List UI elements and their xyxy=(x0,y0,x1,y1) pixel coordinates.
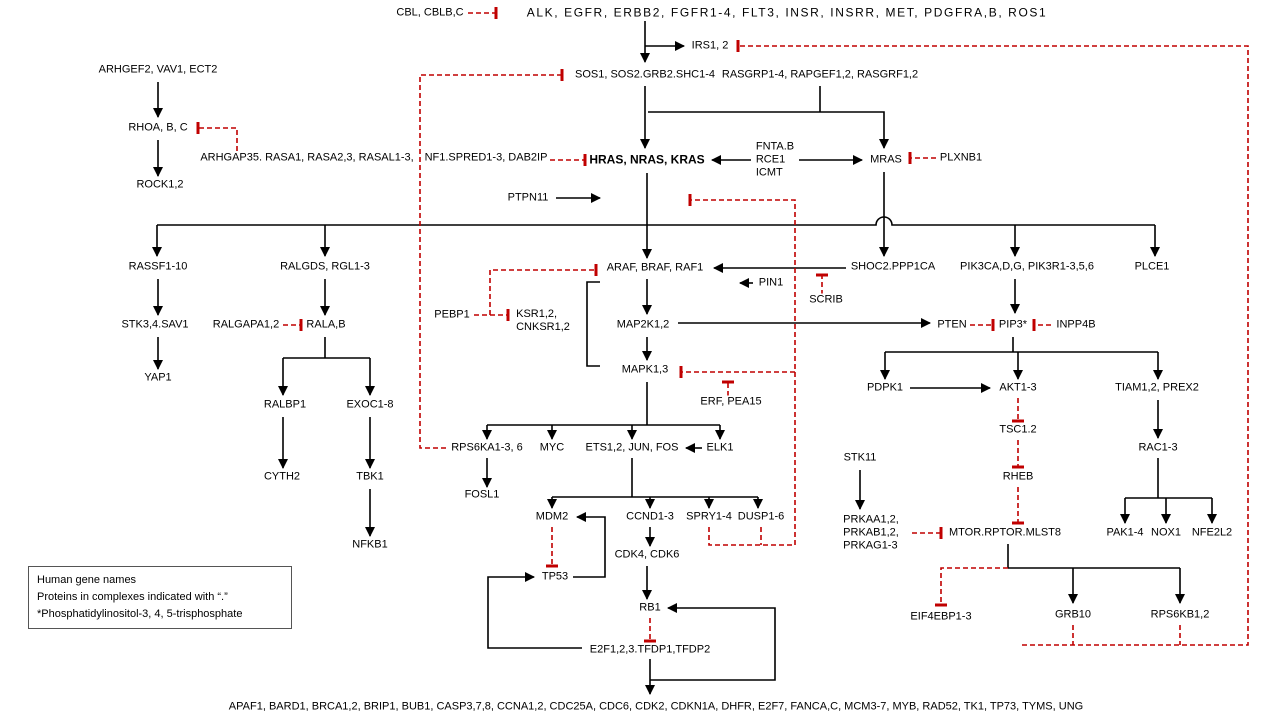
node-e2f: E2F1,2,3.TFDP1,TFDP2 xyxy=(587,643,713,657)
node-tsc: TSC1.2 xyxy=(997,423,1039,437)
node-eif4ebp: EIF4EBP1-3 xyxy=(908,610,974,624)
node-mras: MRAS xyxy=(868,153,904,167)
node-pin1: PIN1 xyxy=(756,276,786,290)
i-mtor-eif4ebp xyxy=(935,567,1008,607)
i-mtorc1-irs-feedback xyxy=(736,40,1249,646)
ksr-bracket xyxy=(586,281,600,367)
node-ccnd: CCND1-3 xyxy=(624,510,676,524)
node-ptpn11: PTPN11 xyxy=(505,191,551,205)
node-rheb: RHEB xyxy=(1000,470,1036,484)
node-scrib: SCRIB xyxy=(807,293,845,307)
i-spry-ras-feedback xyxy=(688,194,796,546)
node-pak: PAK1-4 xyxy=(1104,526,1146,540)
node-erf: ERF, PEA15 xyxy=(698,395,764,409)
node-map2k: MAP2K1,2 xyxy=(614,318,672,332)
node-elk1: ELK1 xyxy=(704,441,736,455)
e-branch-mras xyxy=(648,111,889,149)
node-rock: ROCK1,2 xyxy=(134,178,186,192)
node-grb10: GRB10 xyxy=(1052,608,1094,622)
node-irs: IRS1, 2 xyxy=(689,39,731,53)
node-tiam: TIAM1,2, PREX2 xyxy=(1113,381,1201,395)
node-ralgapa: RALGAPA1,2 xyxy=(210,318,282,332)
node-pdpk1: PDPK1 xyxy=(864,381,906,395)
i-pebp1-araf xyxy=(489,264,598,315)
node-fnta: FNTA.B RCE1 ICMT xyxy=(753,140,797,180)
node-rb1: RB1 xyxy=(637,601,663,615)
node-rassf: RASSF1-10 xyxy=(126,260,190,274)
node-mapk: MAPK1,3 xyxy=(619,363,671,377)
node-stk11: STK11 xyxy=(841,451,879,465)
node-nox1: NOX1 xyxy=(1149,526,1183,540)
node-hras: HRAS, NRAS, KRAS xyxy=(587,152,707,167)
node-yap1: YAP1 xyxy=(142,371,174,385)
node-sos: SOS1, SOS2.GRB2.SHC1-4 xyxy=(573,68,717,82)
node-spry: SPRY1-4 xyxy=(684,510,734,524)
e-e2f-rb1 xyxy=(650,603,776,681)
node-myc: MYC xyxy=(537,441,567,455)
node-rasgrp: RASGRP1-4, RAPGEF1,2, RASGRF1,2 xyxy=(719,68,921,82)
e-tp53-mdm2 xyxy=(573,512,606,578)
e-e2f-tp53 xyxy=(487,572,582,649)
node-nf1: NF1.SPRED1-3, DAB2IP xyxy=(422,151,550,165)
node-mtor: MTOR.RPTOR.MLST8 xyxy=(946,526,1064,540)
node-ksr: KSR1,2, CNKSR1,2 xyxy=(514,308,572,334)
node-inpp4b: INPP4B xyxy=(1054,318,1098,332)
legend-box: Human gene names Proteins in complexes i… xyxy=(28,566,292,629)
node-araf: ARAF, BRAF, RAF1 xyxy=(604,261,706,275)
node-plce1: PLCE1 xyxy=(1132,260,1172,274)
node-pten: PTEN xyxy=(935,318,969,332)
node-pik3: PIK3CA,D,G, PIK3R1-3,5,6 xyxy=(958,260,1096,274)
node-tbk1: TBK1 xyxy=(354,470,386,484)
node-arhgap: ARHGAP35. RASA1, RASA2,3, RASAL1-3, xyxy=(198,151,416,165)
node-pip3: PIP3* xyxy=(996,318,1030,332)
node-ets: ETS1,2, JUN, FOS xyxy=(583,441,681,455)
node-akt: AKT1-3 xyxy=(997,381,1039,395)
node-genes: APAF1, BARD1, BRCA1,2, BRIP1, BUB1, CASP… xyxy=(226,700,1086,714)
node-rala: RALA,B xyxy=(304,318,348,332)
node-rps6ka: RPS6KA1-3, 6 xyxy=(449,441,525,455)
node-dusp: DUSP1-6 xyxy=(735,510,787,524)
node-shoc2: SHOC2.PPP1CA xyxy=(848,260,938,274)
node-cbl: CBL, CBLB,C xyxy=(394,6,466,20)
node-rhoa: RHOA, B, C xyxy=(126,121,190,135)
legend-line-1: Human gene names xyxy=(37,574,137,586)
node-rac: RAC1-3 xyxy=(1136,441,1180,455)
node-cdk46: CDK4, CDK6 xyxy=(612,548,682,562)
node-exoc: EXOC1-8 xyxy=(344,398,396,412)
node-pebp1: PEBP1 xyxy=(432,308,472,322)
node-prkaa: PRKAA1,2, PRKAB1,2, PRKAG1-3 xyxy=(841,513,901,553)
node-cyth2: CYTH2 xyxy=(261,470,303,484)
legend-line-3: *Phosphatidylinositol-3, 4, 5-trisphosph… xyxy=(37,608,243,620)
node-nfe2l2: NFE2L2 xyxy=(1189,526,1235,540)
i-arhgap-rhoa xyxy=(196,122,238,151)
legend-line-2: Proteins in complexes indicated with “.” xyxy=(37,591,228,603)
e-mainline xyxy=(157,216,1155,226)
node-ralgds: RALGDS, RGL1-3 xyxy=(278,260,372,274)
node-ralbp1: RALBP1 xyxy=(261,398,309,412)
node-plxnb1: PLXNB1 xyxy=(937,151,985,165)
node-rps6kb: RPS6KB1,2 xyxy=(1148,608,1212,622)
node-mdm2: MDM2 xyxy=(533,510,571,524)
node-fosl1: FOSL1 xyxy=(462,488,502,502)
node-tp53: TP53 xyxy=(539,570,571,584)
node-nfkb1: NFKB1 xyxy=(350,538,390,552)
node-arhgef: ARHGEF2, VAV1, ECT2 xyxy=(96,63,220,77)
i-rps6ka-sos-feedback xyxy=(419,69,564,449)
node-stk34: STK3,4.SAV1 xyxy=(119,318,191,332)
node-rtk: ALK, EGFR, ERBB2, FGFR1-4, FLT3, INSR, I… xyxy=(524,5,1050,20)
e-rala-split xyxy=(283,337,370,359)
